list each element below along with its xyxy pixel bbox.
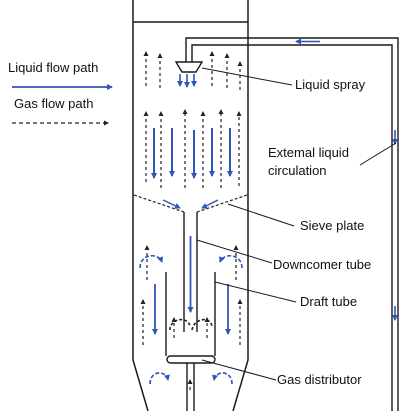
legend-liquid-label: Liquid flow path xyxy=(8,60,98,75)
external-circulation-pipe xyxy=(185,37,399,411)
label-external-line1: Extemal liquid xyxy=(268,145,349,160)
label-sieve-plate: Sieve plate xyxy=(300,218,364,233)
spray-arrows xyxy=(177,74,197,88)
label-gas-distributor: Gas distributor xyxy=(277,372,362,387)
sieve-plate-liquid xyxy=(162,199,219,209)
recirculation-loops xyxy=(139,255,243,385)
draft-tube xyxy=(165,272,216,356)
vessel-outline xyxy=(132,0,249,411)
gas-arrows-upper xyxy=(143,51,243,188)
label-liquid-spray: Liquid spray xyxy=(295,77,366,92)
downcomer-tube xyxy=(183,212,198,332)
label-downcomer-tube: Downcomer tube xyxy=(273,257,371,272)
label-draft-tube: Draft tube xyxy=(300,294,357,309)
legend-gas-label: Gas flow path xyxy=(14,96,94,111)
sieve-plate xyxy=(133,194,248,213)
spray-nozzle xyxy=(174,61,204,73)
leader-lines xyxy=(196,67,397,381)
lower-liquid-arrows xyxy=(152,284,231,335)
gas-distributor xyxy=(166,355,216,364)
liquid-arrows-upper xyxy=(151,128,233,179)
gas-inlet-pipe xyxy=(186,363,195,411)
label-external-line2: circulation xyxy=(268,163,327,178)
lower-gas-arrows xyxy=(140,245,243,390)
